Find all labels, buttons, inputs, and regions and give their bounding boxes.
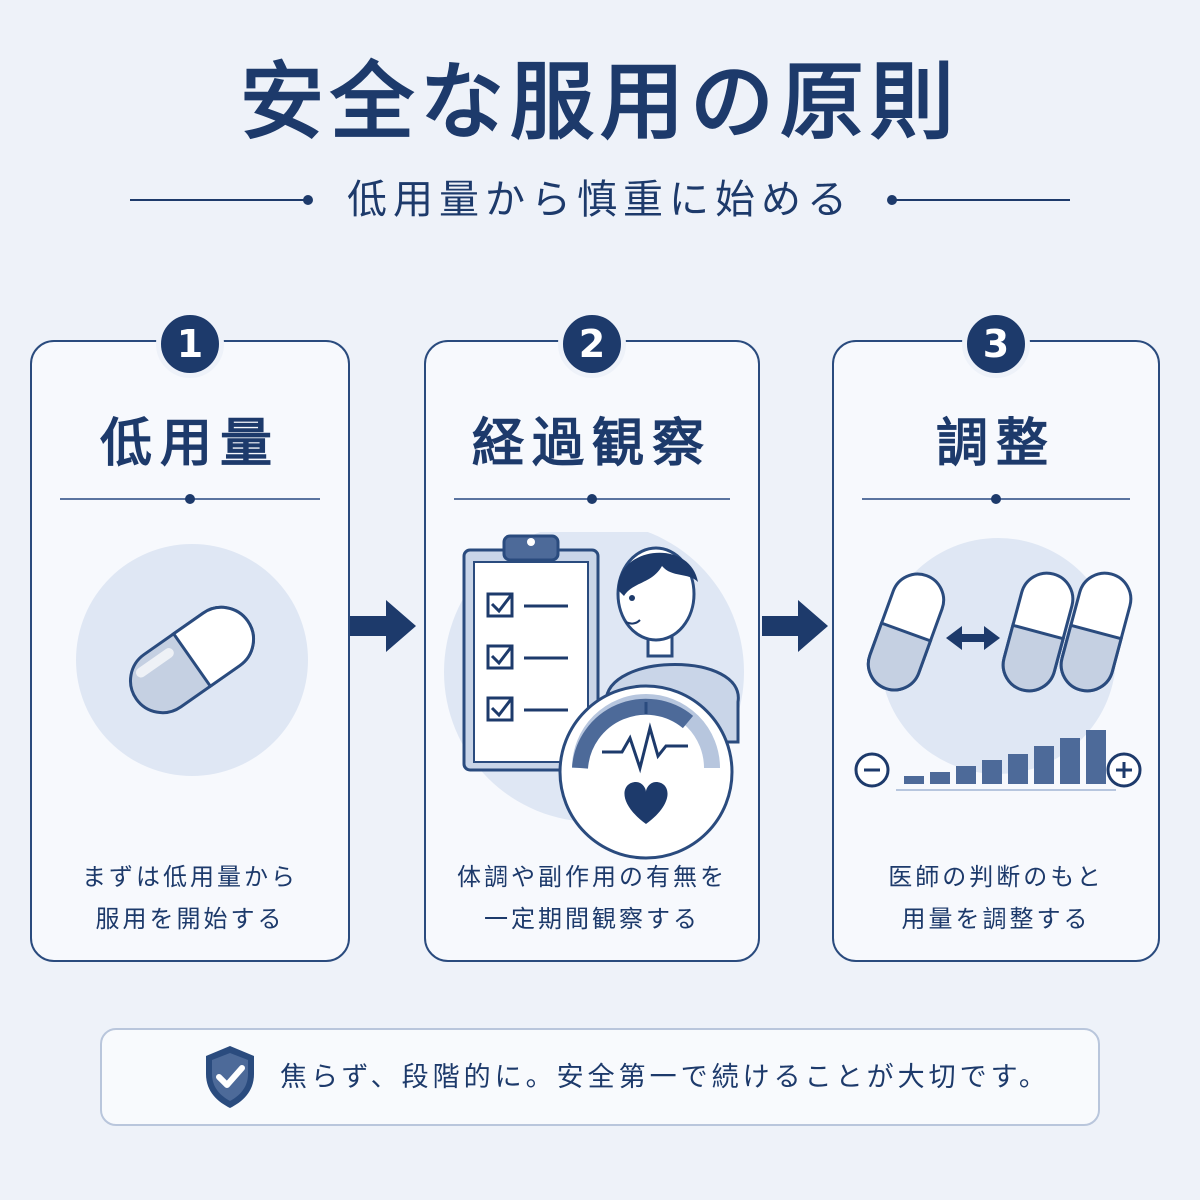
summary-note: 焦らず、段階的に。安全第一で続けることが大切です。 [100, 1028, 1100, 1126]
card-divider [60, 494, 320, 504]
heart-rate-gauge-icon [558, 684, 734, 860]
step-description: まずは低用量から 服用を開始する [32, 856, 348, 940]
observation-illustration [426, 522, 758, 862]
clipboard-icon [462, 534, 600, 772]
shield-check-icon [206, 1046, 254, 1108]
step-card-2: 2 経過観察 [424, 310, 760, 962]
double-arrow-icon [946, 626, 1000, 650]
step-description-line: まずは低用量から [82, 863, 298, 891]
step-description: 体調や副作用の有無を 一定期間観察する [426, 856, 758, 940]
step-description-line: 服用を開始する [95, 905, 285, 933]
step-card-1: 1 低用量 まずは低用量から 服用を開始する [30, 310, 350, 962]
low-dose-illustration [32, 532, 348, 862]
step-number-badge: 2 [558, 310, 626, 378]
step-description-line: 一定期間観察する [484, 905, 700, 933]
capsule-icon [76, 544, 308, 776]
page-subtitle: 低用量から慎重に始める [347, 177, 853, 223]
step-number-badge: 1 [156, 310, 224, 378]
step-description-line: 用量を調整する [901, 905, 1091, 933]
heart-icon [624, 782, 668, 824]
plus-icon [1106, 752, 1142, 788]
card-divider [454, 494, 730, 504]
subtitle-divider-left [130, 195, 313, 205]
step-description: 医師の判断のもと 用量を調整する [834, 856, 1158, 940]
observation-graphic [444, 522, 744, 860]
capsule-icon [1001, 571, 1133, 693]
minus-icon [854, 752, 890, 788]
arrow-right-icon [350, 600, 416, 652]
arrow-right-icon [762, 600, 828, 652]
step-card-3: 3 調整 [832, 310, 1160, 962]
capsule-icon [866, 572, 946, 692]
step-description-line: 体調や副作用の有無を [457, 863, 727, 891]
adjustment-illustration [834, 532, 1158, 862]
step-description-line: 医師の判断のもと [888, 863, 1104, 891]
card-divider [862, 494, 1130, 504]
step-title: 経過観察 [471, 414, 712, 474]
step-title: 低用量 [99, 414, 280, 474]
adjustment-graphic [854, 538, 1142, 791]
page-title: 安全な服用の原則 [239, 53, 960, 151]
summary-note-text: 焦らず、段階的に。安全第一で続けることが大切です。 [280, 1062, 1050, 1093]
dose-scale-bars [896, 730, 1116, 791]
step-title: 調整 [935, 414, 1056, 474]
subtitle-divider-right [887, 195, 1070, 205]
subtitle-row: 低用量から慎重に始める [130, 172, 1070, 228]
step-number-badge: 3 [962, 310, 1030, 378]
